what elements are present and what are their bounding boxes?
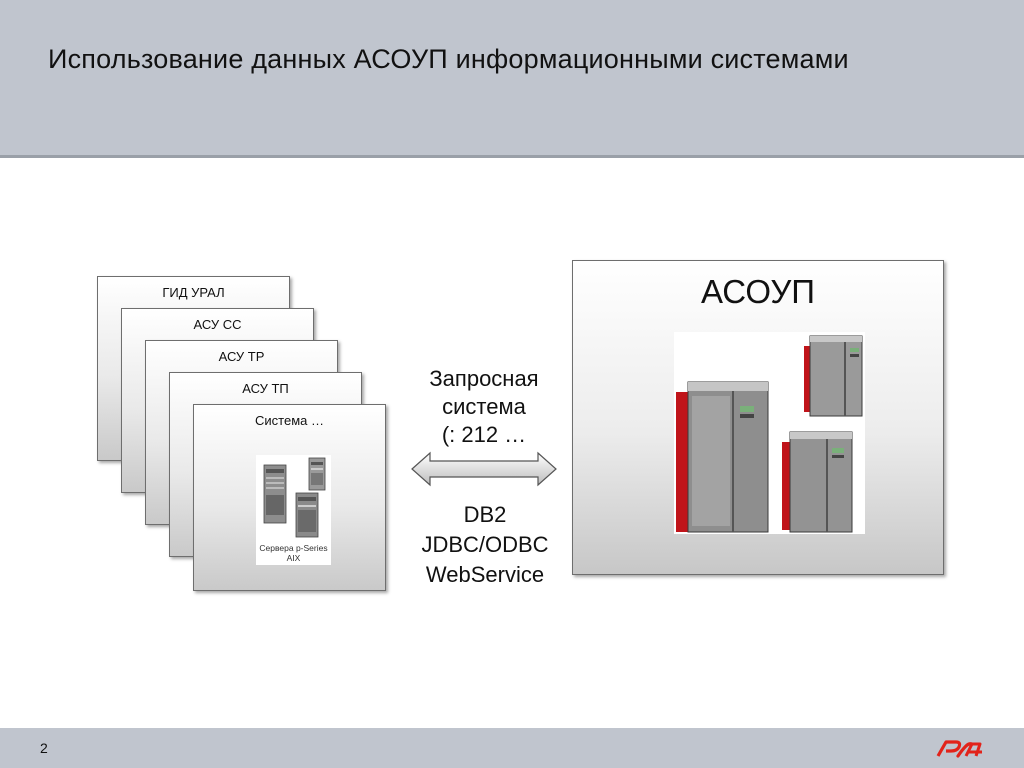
query-line: (: 212 …: [441, 422, 527, 447]
server-caption-line: Сервера p-Series: [259, 543, 328, 553]
slide-header: Использование данных АСОУП информационны…: [0, 0, 1024, 158]
protocol-item: WebService: [425, 562, 545, 587]
mainframe-servers-icon: [676, 335, 863, 533]
rzd-logo-icon: [936, 740, 982, 758]
asoup-title: АСОУП: [700, 273, 816, 310]
query-system-label: Запросная система (: 212 …: [405, 365, 563, 449]
system-card-other: Система … Сервера p-Series AIX: [193, 404, 386, 591]
mainframe-image: [674, 332, 865, 534]
system-card-label: ГИД УРАЛ: [162, 285, 225, 300]
page-number: 2: [40, 740, 48, 756]
server-caption: Сервера p-Series AIX: [256, 543, 331, 563]
query-line: Запросная: [429, 366, 539, 391]
slide-footer: 2: [0, 728, 1024, 768]
protocols-list: DB2 JDBC/ODBC WebService: [400, 500, 570, 590]
system-card-label: АСУ ТП: [242, 381, 289, 396]
query-line: система: [442, 394, 526, 419]
server-caption-line: AIX: [286, 553, 301, 563]
asoup-box: АСОУП: [572, 260, 944, 575]
double-arrow-icon: [411, 451, 557, 487]
protocol-item: DB2: [463, 502, 507, 527]
server-rack-icon: [263, 457, 326, 538]
system-card-label: АСУ ТР: [218, 349, 265, 364]
system-card-label: Система …: [255, 413, 324, 428]
protocol-item: JDBC/ODBC: [421, 532, 549, 557]
slide-title: Использование данных АСОУП информационны…: [48, 44, 849, 74]
system-card-label: АСУ СС: [193, 317, 242, 332]
pseries-server-image: Сервера p-Series AIX: [256, 455, 331, 565]
